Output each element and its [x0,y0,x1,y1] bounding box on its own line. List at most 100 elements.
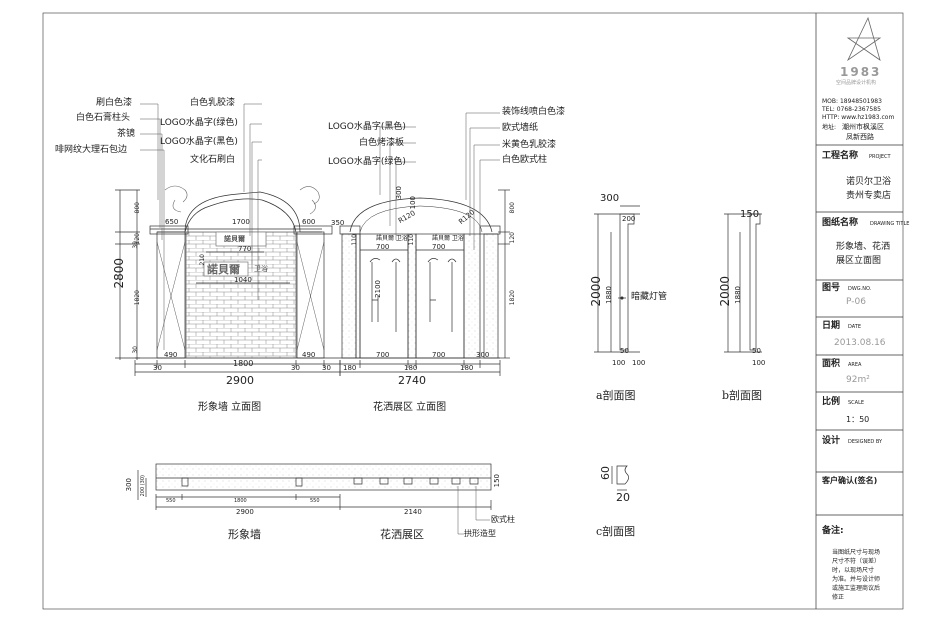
plan-dim-550a: 550 [166,498,176,504]
dim-left-b30b: 30 [291,364,300,372]
callout-right-2: 欧式墙纸 [502,123,539,133]
dim-left-30b: 30 [132,346,139,354]
wall-logo-brand: 諾貝爾 [207,263,240,276]
tb-note-line: 尺寸不符（误差） [832,558,881,565]
plan-note-arch: 拱形造型 [464,529,496,538]
tb-design-en: DESIGNED BY [848,439,883,445]
plan-dim-300: 300 [125,478,133,492]
dim-right-700a: 700 [376,243,390,251]
dim-left-770: 770 [238,245,252,253]
sec-a-2000: 2000 [589,276,603,307]
tb-area-val: 92m² [846,375,870,385]
sec-b-100: 100 [752,359,766,367]
callout-right-1: 装饰线喷白色漆 [502,107,566,117]
tb-addr-2: 凤新西路 [846,133,874,141]
caption-right-elevation: 花洒展区 立面图 [373,402,447,413]
tb-design-label: 设计 [822,436,841,446]
dim-left-b490b: 490 [302,351,316,359]
callout-left-3: 茶镜 [117,129,136,139]
dim-left-210: 210 [199,254,206,266]
plan-dim-150: 150 [493,474,501,488]
tb-no-val: P-06 [846,297,866,307]
sec-b-1880: 1880 [734,286,742,304]
sec-a-50: 50 [620,347,629,355]
dim-right-700b: 700 [432,243,446,251]
sec-c-20: 20 [616,491,630,504]
tb-logo-num: 1983 [840,65,882,79]
sec-c-60: 60 [599,466,612,480]
sec-b-2000: 2000 [718,276,732,307]
tb-project-1: 诺贝尔卫浴 [846,177,892,187]
dim-left-800: 800 [134,202,141,214]
dim-left-1700: 1700 [232,218,250,226]
dim-right-b300: 300 [476,351,490,359]
callout-center-4: 文化石刷白 [190,155,236,165]
dim-left-total-height: 2800 [112,258,126,289]
tb-notes-text: 当图纸尺寸与现场 尺寸不符（误差） 时，以现场尺寸 为准。并与设计师 或施工监理… [832,548,900,602]
dim-right-110a: 110 [351,234,358,246]
dim-left-1820: 1820 [134,290,141,306]
dim-left-b1800: 1800 [233,359,254,368]
sec-a-100a: 100 [612,359,626,367]
callout-left-2: 白色石膏柱头 [76,113,131,123]
tb-no-label: 图号 [822,283,841,293]
plan-dim-550b: 550 [310,498,320,504]
callout-left-4: 啡网纹大理石包边 [55,145,128,155]
tb-addr-1: 潮州市枫溪区 [842,123,884,131]
sec-a-note: 暗藏灯管 [631,292,668,302]
sec-c-caption: c剖面图 [596,525,636,538]
tb-project-label: 工程名称 [822,151,859,161]
dim-right-b700a: 700 [376,351,390,359]
dim-right-1820: 1820 [509,290,516,306]
logo-small-b: 諾貝爾 卫浴 [432,235,464,242]
caption-left-elevation: 形象墙 立面图 [198,402,262,413]
dim-right-b180b: 180 [404,364,418,372]
dim-left-total-width: 2900 [226,374,254,387]
dim-right-120: 120 [509,232,516,244]
tb-logo-sub: 空间品牌设计机构 [836,80,877,86]
sec-b-caption: b剖面图 [722,389,763,402]
tb-tel: TEL: 0768-2367585 [822,106,881,113]
tb-date-val: 2013.08.16 [834,338,886,348]
tb-drawing-en: DRAWING TITLE [870,221,910,227]
dim-right-100: 100 [409,196,417,210]
plan-note-column: 欧式柱 [491,515,515,524]
tb-note-line: 为准。并与设计师 [832,576,881,583]
tb-scale-label: 比例 [822,397,841,407]
callout-mid-3: LOGO水晶字(绿色) [328,157,406,167]
dim-right-2100: 2100 [374,280,382,298]
callout-mid-2: 白色烤漆板 [359,138,405,148]
dim-left-b30c: 30 [322,364,331,372]
callout-center-2: LOGO水晶字(绿色) [160,118,238,128]
dim-right-110b: 110 [408,234,415,246]
tb-scale-val: 1：50 [846,415,870,424]
dim-left-30a: 30 [132,241,139,249]
logo-small-a: 諾貝爾 卫浴 [376,235,408,242]
tb-note-line: 或施工监理商议后 [832,585,881,592]
plan-dim-200: 200 (30) [140,475,146,497]
plan-dim-1800: 1800 [234,498,247,504]
sec-a-200: 200 [622,215,636,223]
dim-left-600: 600 [302,218,316,226]
tb-drawing-1: 形象墙、花洒 [836,242,891,252]
plan-total-right: 2140 [404,508,422,516]
tb-scale-en: SCALE [848,400,865,406]
tb-notes-label: 备注: [822,526,844,536]
tb-drawing-2: 展区立面图 [836,256,882,266]
callout-left-1: 刷白色漆 [96,98,133,108]
dim-left-b30a: 30 [153,364,162,372]
callout-mid-1: LOGO水晶字(黑色) [328,122,406,132]
tb-note-line: 时，以现场尺寸 [832,567,875,574]
plan-total-left: 2900 [236,508,254,516]
plan-label-left: 形象墙 [228,528,261,541]
dim-right-b700b: 700 [432,351,446,359]
tb-date-en: DATE [848,324,862,330]
tb-area-en: AREA [848,362,862,368]
tb-project-2: 贵州专卖店 [846,191,892,201]
callout-right-3: 米黄色乳胶漆 [502,140,557,150]
tb-no-en: DWG.NO. [848,286,872,292]
sec-b-50: 50 [752,347,761,355]
dim-right-b180c: 180 [460,364,474,372]
sec-a-300: 300 [600,193,620,204]
